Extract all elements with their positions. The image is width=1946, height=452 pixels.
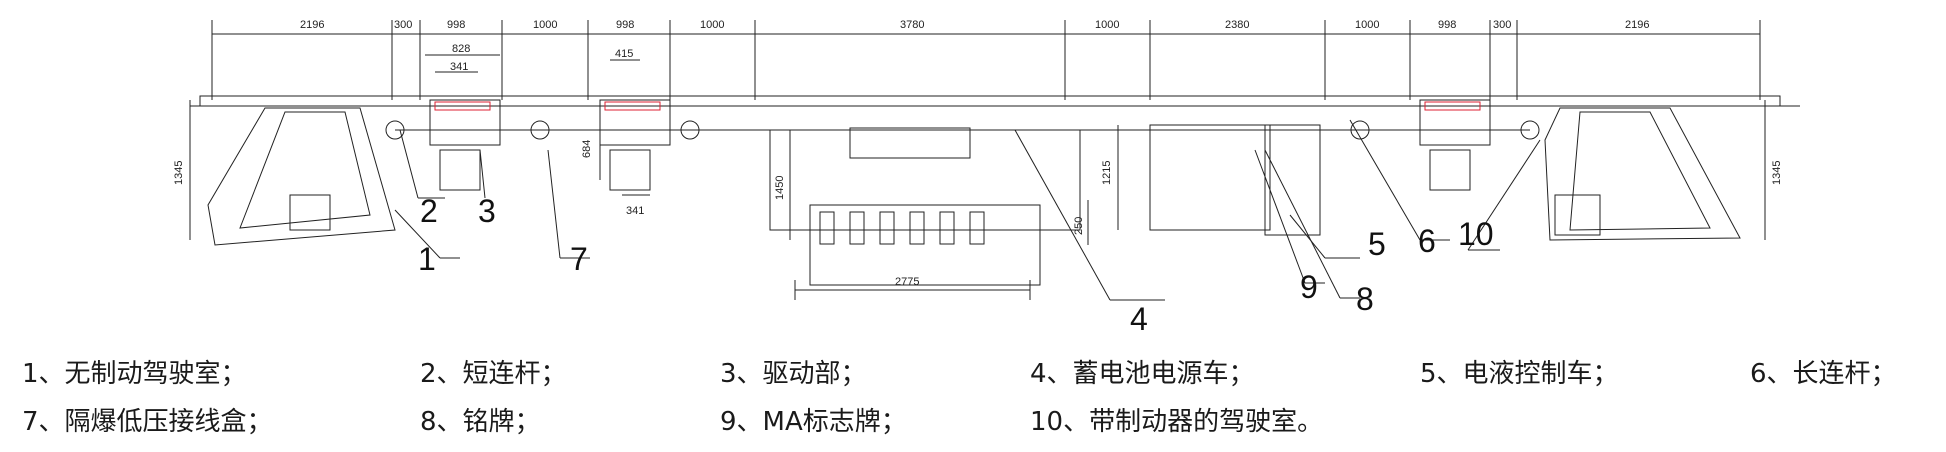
callout-2: 2 — [420, 193, 438, 229]
legend-item-1: 1、无制动驾驶室； — [22, 359, 247, 389]
dim-684: 684 — [581, 140, 593, 158]
top-rail — [199, 95, 1781, 107]
dim-1215: 1215 — [1101, 161, 1113, 185]
dim-3780: 3780 — [900, 19, 924, 31]
red-marker-2 — [604, 101, 661, 111]
callout-10: 10 — [1458, 216, 1494, 252]
drive-unit-3 — [1419, 99, 1491, 146]
dim-2775: 2775 — [895, 276, 919, 288]
dim-998-2: 998 — [616, 19, 634, 31]
battery-car — [769, 129, 1081, 231]
legend-item-5: 5、电液控制车； — [1420, 359, 1619, 389]
dim-415: 415 — [615, 48, 633, 60]
callout-6: 6 — [1418, 223, 1436, 259]
dim-300-left: 300 — [394, 19, 412, 31]
legend-row-1: 1、无制动驾驶室； 2、短连杆； 3、驱动部； 4、蓄电池电源车； 5、电液控制… — [0, 354, 1946, 394]
dim-1000-1: 1000 — [533, 19, 557, 31]
dim-2196-left: 2196 — [300, 19, 324, 31]
red-marker-1 — [434, 101, 491, 111]
dim-828: 828 — [452, 43, 470, 55]
drive-unit-1 — [429, 99, 501, 146]
dim-1000-2: 1000 — [700, 19, 724, 31]
dim-1450: 1450 — [774, 176, 786, 200]
locomotive-diagram: 2196 300 998 1000 998 1000 3780 1000 238… — [173, 19, 1800, 330]
battery-cells — [819, 211, 985, 245]
dim-998-3: 998 — [1438, 19, 1456, 31]
callout-5: 5 — [1368, 226, 1386, 262]
dim-1345-left: 1345 — [173, 161, 185, 185]
right-cab — [1544, 107, 1741, 241]
dim-341-left: 341 — [450, 61, 468, 73]
legend-item-10: 10、带制动器的驾驶室。 — [1030, 407, 1324, 437]
legend-item-6: 6、长连杆； — [1750, 359, 1897, 389]
control-car — [1149, 124, 1271, 231]
legend-item-7: 7、隔爆低压接线盒； — [22, 407, 273, 437]
legend-item-3: 3、驱动部； — [720, 359, 867, 389]
callout-8: 8 — [1356, 281, 1374, 317]
dim-1345-right: 1345 — [1771, 161, 1783, 185]
red-marker-3 — [1424, 101, 1481, 111]
left-cab — [207, 107, 396, 246]
left-seat — [289, 194, 331, 231]
callout-1: 1 — [418, 241, 436, 277]
dim-250: 250 — [1073, 217, 1085, 235]
drive-unit-2 — [599, 99, 671, 146]
callout-9: 9 — [1300, 269, 1318, 305]
right-seat — [1554, 194, 1601, 236]
callout-4: 4 — [1130, 301, 1148, 330]
dim-341-mid: 341 — [626, 205, 644, 217]
legend-item-8: 8、铭牌； — [420, 407, 541, 437]
legend-row-2: 7、隔爆低压接线盒； 8、铭牌； 9、MA标志牌； 10、带制动器的驾驶室。 — [0, 402, 1946, 442]
callout-3: 3 — [478, 193, 496, 229]
dim-1000-3: 1000 — [1095, 19, 1119, 31]
legend-item-4: 4、蓄电池电源车； — [1030, 359, 1255, 389]
callout-7: 7 — [570, 241, 588, 277]
dim-1000-4: 1000 — [1355, 19, 1379, 31]
legend-item-2: 2、短连杆； — [420, 359, 567, 389]
dim-300-right: 300 — [1493, 19, 1511, 31]
legend-item-9: 9、MA标志牌； — [720, 407, 907, 437]
dim-998-1: 998 — [447, 19, 465, 31]
dim-2196-right: 2196 — [1625, 19, 1649, 31]
dim-2380: 2380 — [1225, 19, 1249, 31]
